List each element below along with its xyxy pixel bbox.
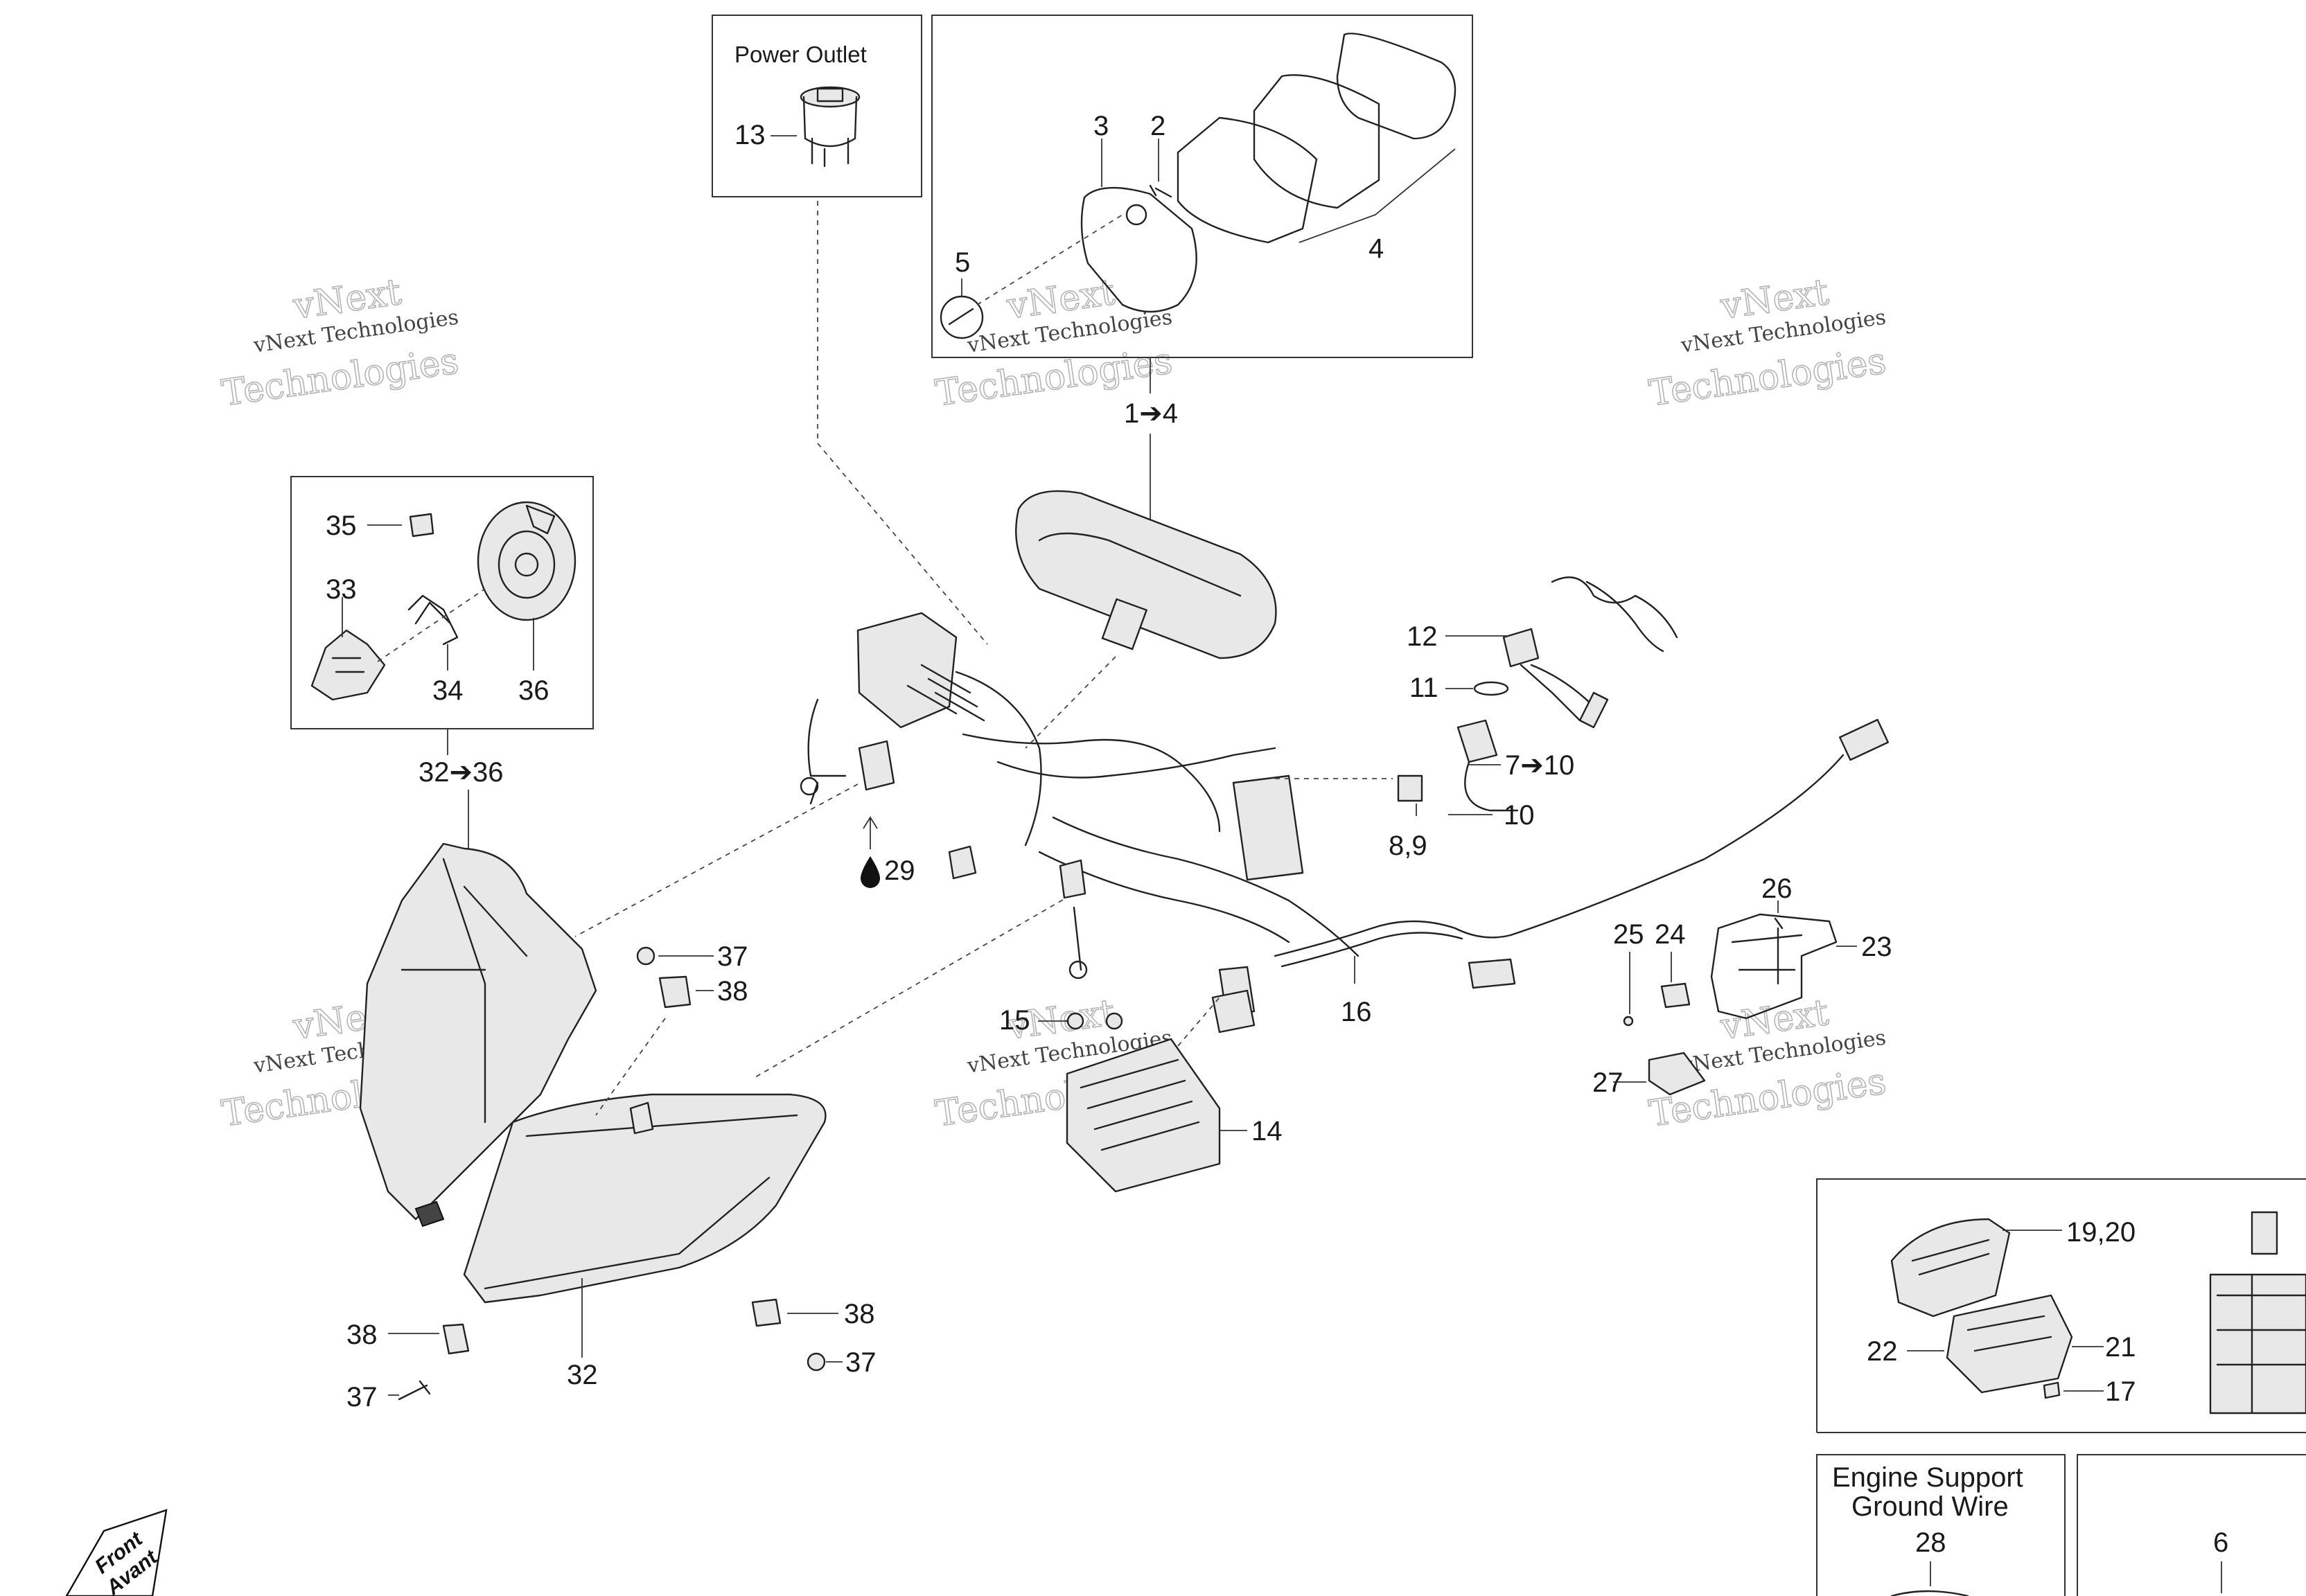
headlight-bulb-33 <box>310 629 386 701</box>
fuse-box-cover-19-20 <box>1890 1218 2011 1318</box>
speedo-decal-5 <box>940 295 984 339</box>
callout-38-left: 38 <box>346 1320 378 1350</box>
retainer-clip-34 <box>407 594 459 646</box>
callout-38-right: 38 <box>844 1299 875 1329</box>
callout-22: 22 <box>1867 1336 1898 1367</box>
voltage-regulator-14 <box>1066 989 1256 1193</box>
callout-37-top: 37 <box>717 941 748 972</box>
callout-25: 25 <box>1613 919 1644 950</box>
callout-6: 6 <box>2213 1527 2228 1558</box>
callout-24: 24 <box>1655 919 1686 950</box>
callout-10: 10 <box>1504 800 1535 831</box>
nut-37-top <box>636 946 655 966</box>
callout-32: 32 <box>567 1360 598 1390</box>
headlight-lens-32 <box>463 1093 827 1304</box>
callout-14: 14 <box>1251 1116 1283 1146</box>
fuse-17 <box>2043 1381 2061 1399</box>
callout-21: 21 <box>2105 1332 2136 1363</box>
engine-support-title-line2: Ground Wire <box>1851 1491 2009 1522</box>
callout-4: 4 <box>1368 233 1384 264</box>
callout-29: 29 <box>884 855 915 886</box>
fuse-box-base-21 <box>1946 1294 2073 1394</box>
relay-icon <box>2251 1211 2278 1255</box>
front-direction-marker: Front Avant <box>65 1509 168 1596</box>
screw-2 <box>1149 184 1172 198</box>
reflector-housing-36 <box>477 501 576 621</box>
nuts-15 <box>1066 1012 1123 1030</box>
callout-27: 27 <box>1592 1067 1623 1098</box>
callout-23: 23 <box>1861 932 1892 962</box>
callout-34: 34 <box>432 675 464 706</box>
callout-37-right: 37 <box>845 1347 877 1378</box>
callout-17: 17 <box>2105 1376 2136 1407</box>
power-outlet-box: Power Outlet 13 <box>712 15 922 197</box>
callout-38-top: 38 <box>717 976 748 1007</box>
callout-8-9: 8,9 <box>1389 831 1427 861</box>
callout-2: 2 <box>1150 111 1165 141</box>
wiring-harness-16 <box>800 612 1889 1017</box>
bracket-23 <box>1710 913 1838 1020</box>
callout-11: 11 <box>1409 673 1438 703</box>
callout-1-4: 1➔4 <box>1124 398 1178 429</box>
power-outlet-part-13 <box>800 86 861 168</box>
callout-13: 13 <box>734 120 766 150</box>
headlight-housing-left <box>359 842 597 1227</box>
clip-38-left <box>442 1323 470 1355</box>
callout-36: 36 <box>518 675 549 706</box>
screw-37-left <box>398 1380 431 1401</box>
callout-5: 5 <box>955 247 970 278</box>
callout-28: 28 <box>1915 1527 1946 1558</box>
grease-drop-icon <box>861 856 880 888</box>
engine-support-title-line1: Engine Support <box>1832 1462 2023 1493</box>
callout-15: 15 <box>999 1005 1030 1036</box>
part-6-box: 6 <box>2077 1454 2306 1596</box>
callout-26: 26 <box>1761 874 1793 904</box>
bulb-cap-35 <box>409 513 434 538</box>
callout-33: 33 <box>326 574 357 605</box>
callout-32-36: 32➔36 <box>419 757 504 788</box>
fuse-label-card <box>2209 1273 2306 1415</box>
screw-25 <box>1623 1016 1634 1027</box>
mount-27 <box>1648 1052 1706 1096</box>
clip-38-right <box>751 1298 782 1327</box>
callout-19-20: 19,20 <box>2066 1217 2136 1248</box>
clip-38-top <box>658 975 692 1009</box>
callout-37-left: 37 <box>346 1382 378 1412</box>
oring-11 <box>1473 681 1509 696</box>
callout-35: 35 <box>326 511 357 541</box>
engine-support-ground-wire-box: Engine Support Ground Wire 28 <box>1816 1454 2066 1596</box>
instrument-cluster-assembly <box>1015 490 1277 659</box>
tether-cord-12 <box>1502 576 1678 729</box>
bolt-26 <box>1774 917 1784 985</box>
key-switch-7 <box>1397 719 1519 812</box>
screw-37-right <box>807 1352 826 1372</box>
callout-3: 3 <box>1093 111 1109 141</box>
watermark-3: Technologies vNext vNext Technologies <box>1646 271 1890 415</box>
watermark-1: Technologies vNext vNext Technologies <box>219 271 462 415</box>
clip-24 <box>1660 982 1691 1009</box>
callout-7-10: 7➔10 <box>1505 750 1574 781</box>
gauge-lens-3 <box>1080 186 1197 313</box>
callout-12: 12 <box>1407 621 1438 652</box>
fuse-box-panel: 19,20 22 21 17 <box>1816 1178 2306 1433</box>
power-outlet-title: Power Outlet <box>734 42 867 67</box>
gauge-cluster-box: 3 2 4 5 <box>931 15 1473 358</box>
headlight-parts-box: 35 33 34 36 <box>290 476 594 729</box>
gauge-bezel-4 <box>1177 33 1456 244</box>
callout-16: 16 <box>1341 997 1372 1027</box>
